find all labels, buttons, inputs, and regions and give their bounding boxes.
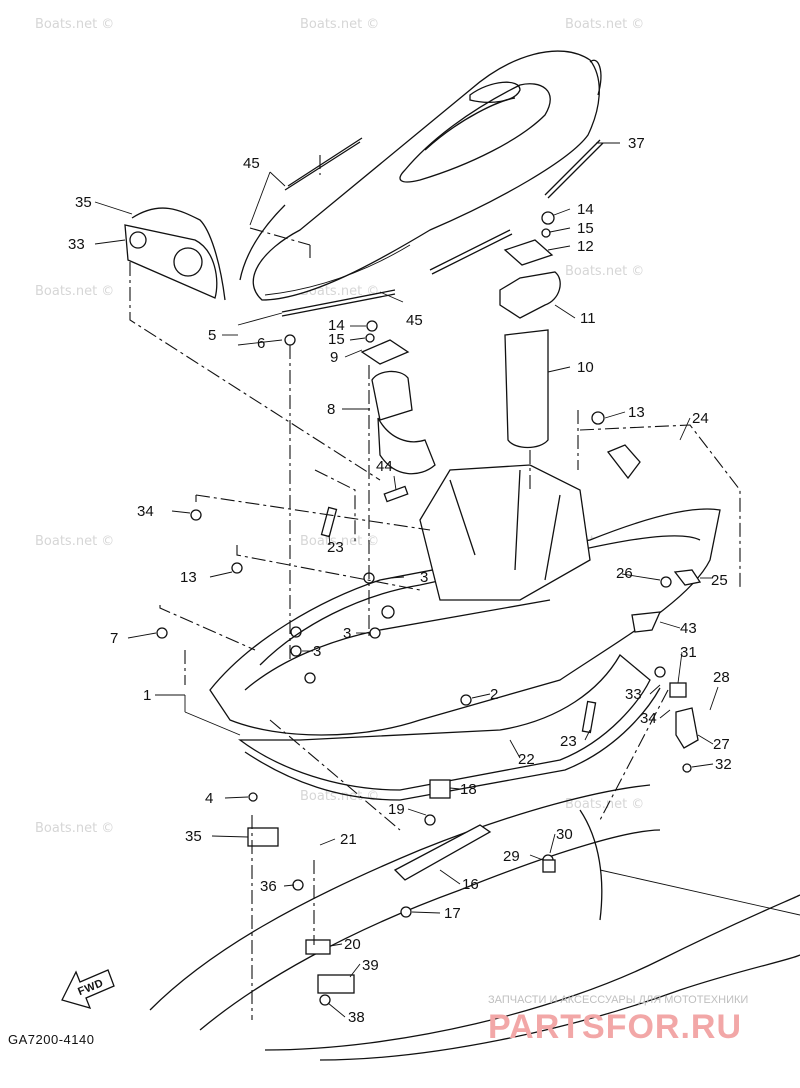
callout-14: 14 [328,317,345,334]
callout-31: 31 [680,644,697,661]
callout-32: 32 [715,756,732,773]
watermark: Boats.net © [565,797,644,812]
callout-23: 23 [327,539,344,556]
callout-7: 7 [110,630,118,647]
callout-3: 3 [313,643,321,660]
bracket-plate-39 [124,207,381,481]
callout-41: 35 [75,194,92,211]
callout-4: 4 [205,790,213,807]
trim-strips [239,137,604,317]
watermark: Boats.net © [300,17,379,32]
watermark: Boats.net © [35,821,114,836]
duct-10 [499,211,561,449]
callout-3: 3 [420,569,428,586]
watermark: Boats.net © [300,534,379,549]
bracket-24 [579,411,741,590]
callout-11: 11 [580,310,596,327]
callout-19: 19 [388,801,405,818]
callout-45: 45 [406,312,423,329]
brand-logo: PARTSFOR.RU [488,1008,742,1046]
callout-30: 30 [556,826,573,843]
callout-12: 12 [577,238,594,255]
callout-37: 38 [348,1009,365,1026]
callout-17: 17 [444,905,461,922]
callout-42: 43 [680,620,697,637]
callout-6: 6 [257,335,265,352]
callout-22: 22 [518,751,535,768]
watermark: Boats.net © [35,284,114,299]
callout-15: 15 [577,220,594,237]
callout-20: 20 [344,936,361,953]
callout-45: 45 [243,155,260,172]
fwd-arrow: FWD [61,969,115,1009]
callout-13: 13 [180,569,197,586]
watermark: Boats.net © [35,17,114,32]
callout-3: 3 [343,625,351,642]
seat-cover [252,50,602,301]
callout-2: 2 [490,686,498,703]
callout-28: 28 [713,669,730,686]
watermark: Boats.net © [300,789,379,804]
callout-16: 16 [462,876,479,893]
watermark: Boats.net © [565,264,644,279]
diagram-code: GA7200-4140 [8,1032,94,1047]
watermark: Boats.net © [565,17,644,32]
callout-5: 5 [208,327,216,344]
callout-10: 10 [577,359,594,376]
callout-29: 29 [503,848,520,865]
callouts: 35 33 45 37 14 15 12 45 11 5 6 14 15 9 1… [68,135,732,1026]
watermark: Boats.net © [300,284,379,299]
brand-subtitle: ЗАПЧАСТИ И АКСЕССУАРЫ ДЛЯ МОТОТЕХНИКИ [488,994,748,1006]
callout-40: 34 [137,503,154,520]
callout-26: 26 [616,565,633,582]
callout-15: 15 [328,331,345,348]
leader-lines [94,142,719,1020]
callout-33: 33 [625,686,642,703]
small-parts [156,334,702,1006]
callout-38: 39 [362,957,379,974]
hull-cover [209,464,721,801]
callout-43: 44 [376,458,393,475]
callout-1: 1 [143,687,151,704]
callout-39: 33 [68,236,85,253]
watermark: Boats.net © [35,534,114,549]
callout-25: 25 [711,572,728,589]
callout-23: 23 [560,733,577,750]
callout-35: 35 [185,828,202,845]
callout-21: 21 [340,831,357,848]
callout-9: 9 [330,349,338,366]
lower-hull [149,784,800,1061]
callout-36: 36 [260,878,277,895]
callout-18: 18 [460,781,477,798]
callout-27: 27 [713,736,730,753]
callout-24: 24 [692,410,709,427]
callout-14: 14 [577,201,594,218]
callout-8: 8 [327,401,335,418]
elbow-8 [360,320,436,475]
callout-34: 34 [640,710,657,727]
callout-13: 13 [628,404,645,421]
callout-44: 37 [628,135,645,152]
